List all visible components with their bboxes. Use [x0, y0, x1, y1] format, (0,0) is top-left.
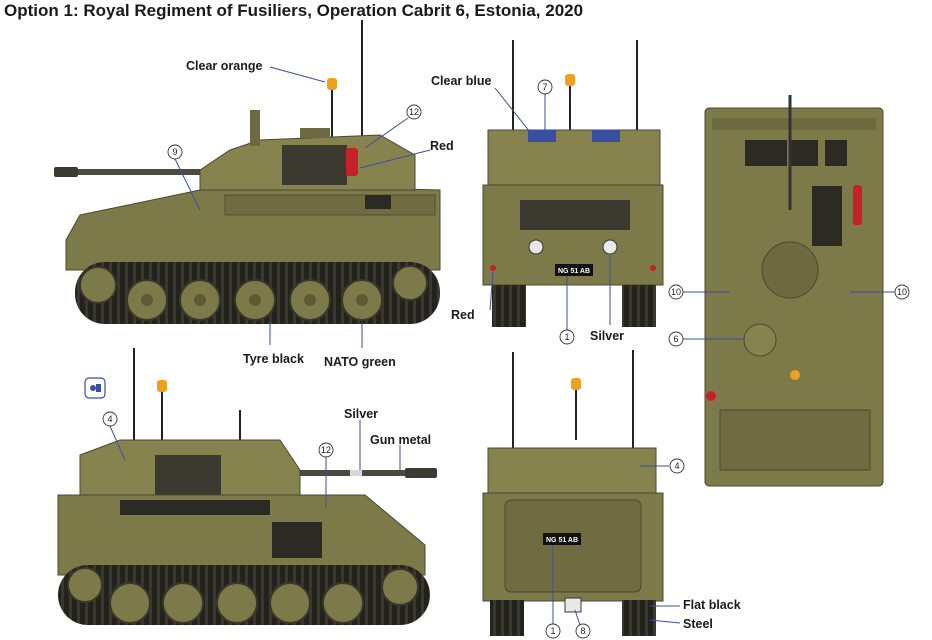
- label-gun-metal: Gun metal: [370, 433, 431, 447]
- svg-text:1: 1: [550, 626, 555, 636]
- callout-8-rear: 8: [575, 623, 591, 639]
- svg-text:9: 9: [172, 147, 177, 157]
- side-view-left: [54, 20, 441, 324]
- front-plate: NG 51 AB: [558, 268, 590, 275]
- svg-text:4: 4: [674, 461, 679, 471]
- paint-drop-icon: [84, 377, 106, 399]
- side-view-right: [57, 348, 437, 625]
- top-view: [704, 95, 884, 487]
- label-clear-blue: Clear blue: [431, 74, 491, 88]
- rear-view: NG 51 AB: [482, 350, 664, 636]
- callout-10-right: 10: [894, 284, 910, 300]
- callout-1-front: 1: [559, 329, 575, 345]
- label-silver-front: Silver: [590, 329, 624, 343]
- callout-10-left: 10: [668, 284, 684, 300]
- svg-text:7: 7: [542, 82, 547, 92]
- callout-12-side: 12: [406, 104, 422, 120]
- label-steel: Steel: [683, 617, 713, 631]
- amber-beacon-icon: [327, 78, 337, 90]
- front-view: NG 51 AB: [482, 40, 664, 327]
- svg-text:12: 12: [409, 107, 419, 117]
- callout-4-side2: 4: [102, 411, 118, 427]
- label-flat-black: Flat black: [683, 598, 741, 612]
- fire-extinguisher-icon: [346, 148, 358, 176]
- callout-7-front: 7: [537, 79, 553, 95]
- callout-12-side2: 12: [318, 442, 334, 458]
- svg-text:6: 6: [673, 334, 678, 344]
- callout-6-top: 6: [668, 331, 684, 347]
- label-red-top: Red: [430, 139, 454, 153]
- svg-text:10: 10: [671, 287, 681, 297]
- label-red-front: Red: [451, 308, 475, 322]
- label-clear-orange: Clear orange: [186, 59, 262, 73]
- svg-text:8: 8: [580, 626, 585, 636]
- label-nato-green: NATO green: [324, 355, 396, 369]
- svg-text:10: 10: [897, 287, 907, 297]
- svg-text:12: 12: [321, 445, 331, 455]
- callout-4-rear: 4: [669, 458, 685, 474]
- callout-9-side: 9: [167, 144, 183, 160]
- callout-1-rear: 1: [545, 623, 561, 639]
- svg-text:1: 1: [564, 332, 569, 342]
- label-silver-gun: Silver: [344, 407, 378, 421]
- label-tyre-black: Tyre black: [243, 352, 304, 366]
- svg-text:4: 4: [107, 414, 112, 424]
- page-title: Option 1: Royal Regiment of Fusiliers, O…: [4, 1, 584, 20]
- rear-plate: NG 51 AB: [546, 537, 578, 544]
